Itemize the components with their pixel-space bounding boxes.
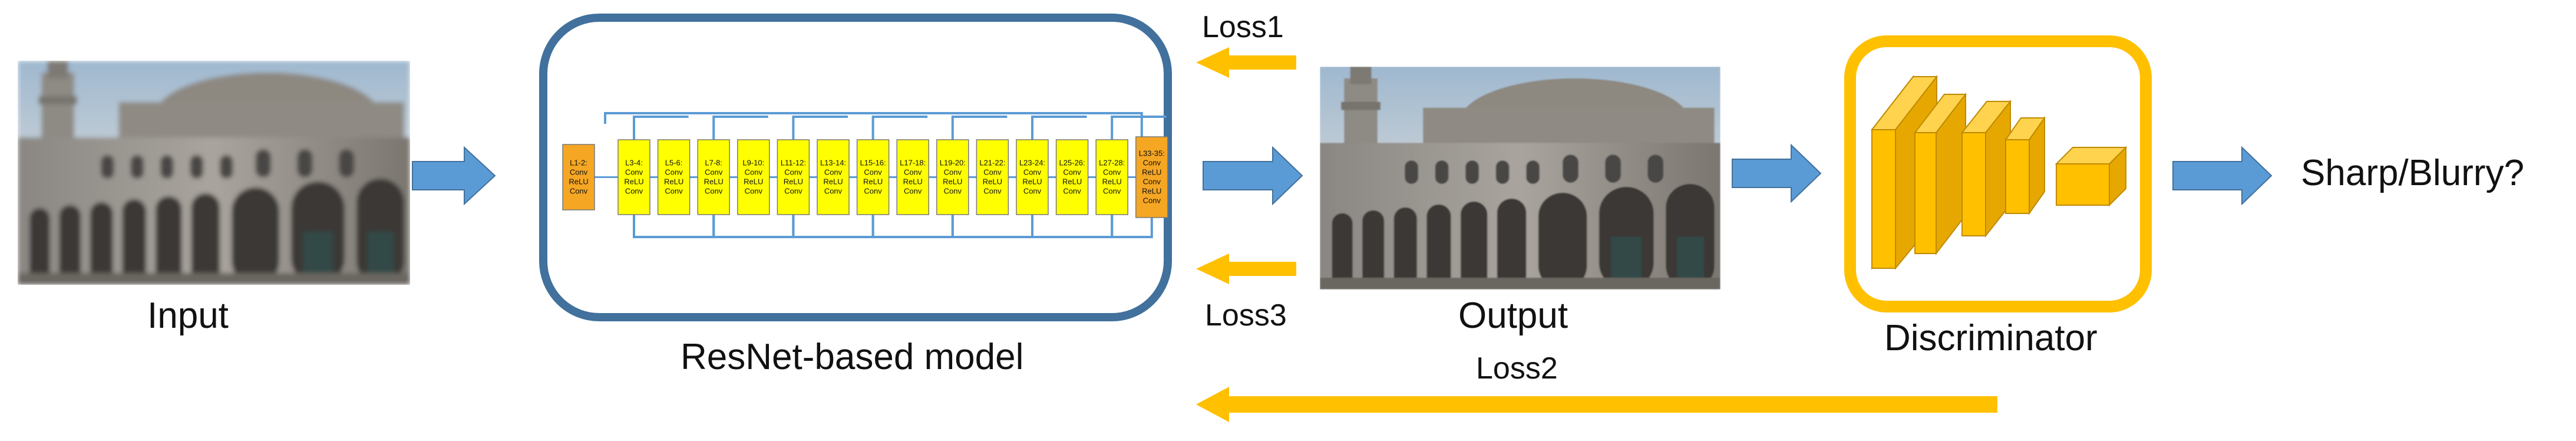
skip-connection-top bbox=[1111, 116, 1167, 140]
network-block bbox=[1016, 139, 1049, 215]
loss2-label: Loss2 bbox=[1476, 351, 1558, 386]
input-label: Input bbox=[147, 295, 229, 336]
loss2-arrow bbox=[1196, 387, 1997, 422]
skip-connection-outer bbox=[604, 112, 1143, 140]
network-block bbox=[856, 139, 890, 215]
model-label: ResNet-based model bbox=[681, 337, 1024, 377]
network-block bbox=[697, 139, 730, 215]
network-block bbox=[617, 139, 650, 215]
network-block bbox=[777, 139, 810, 215]
skip-connection-top bbox=[792, 116, 848, 140]
skip-connection-top bbox=[871, 116, 928, 140]
output-image bbox=[1320, 67, 1720, 289]
discriminator-label: Discriminator bbox=[1884, 318, 2098, 358]
discriminator-layers bbox=[1870, 75, 2128, 270]
skip-connection-top bbox=[951, 116, 1008, 140]
flow-arrow-model-to-output bbox=[1203, 146, 1303, 206]
loss1-arrow bbox=[1196, 47, 1296, 78]
network-block bbox=[1095, 139, 1128, 215]
loss3-label: Loss3 bbox=[1205, 298, 1287, 333]
skip-connection-top bbox=[1031, 116, 1087, 140]
network-block bbox=[737, 139, 770, 215]
network-block bbox=[817, 139, 850, 215]
result-label: Sharp/Blurry? bbox=[2301, 153, 2525, 193]
input-image bbox=[18, 61, 410, 285]
flow-arrow-to-result bbox=[2172, 146, 2273, 206]
skip-connection-top bbox=[712, 116, 768, 140]
loss3-arrow bbox=[1196, 254, 1296, 284]
network-block bbox=[1055, 139, 1089, 215]
network-block bbox=[562, 144, 595, 210]
network-block bbox=[1135, 136, 1168, 218]
skip-connection-bottom bbox=[1111, 215, 1153, 238]
network-block bbox=[896, 139, 929, 215]
network-block bbox=[936, 139, 969, 215]
flow-arrow-input-to-model bbox=[412, 146, 496, 206]
flow-arrow-output-to-discriminator bbox=[1732, 143, 1822, 203]
network-block bbox=[657, 139, 691, 215]
skip-connections bbox=[595, 112, 1167, 238]
network-block bbox=[976, 139, 1009, 215]
skip-connection-top bbox=[633, 116, 689, 140]
loss1-label: Loss1 bbox=[1202, 10, 1284, 44]
output-label: Output bbox=[1458, 295, 1568, 336]
